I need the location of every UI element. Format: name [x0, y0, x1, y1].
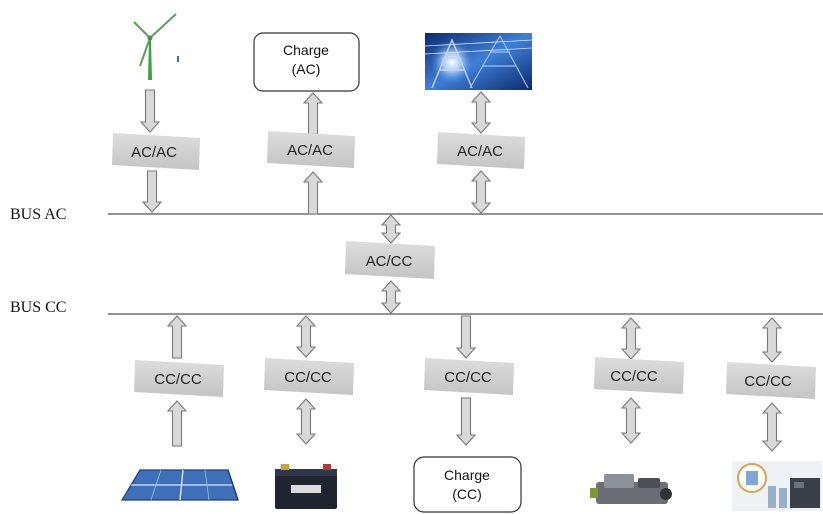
arrow-battery-to-converter [295, 398, 317, 445]
arrow-battery-to-bus [295, 315, 317, 358]
arrows-layer [139, 89, 783, 452]
energy-storage-icon [732, 461, 822, 511]
charge-ac-box: Charge (AC) [253, 32, 360, 92]
bus-cc-label: BUS CC [10, 299, 66, 316]
arrow-charge-cc-converter-to-load [455, 397, 477, 446]
arrow-wind-to-converter [139, 89, 161, 133]
arrow-bus-ac-to-link [380, 214, 402, 244]
converter-wind: AC/AC [112, 133, 200, 170]
converter-storage-label: CC/CC [744, 373, 792, 390]
converter-battery: CC/CC [264, 358, 354, 395]
charge-cc-box: Charge (CC) [413, 456, 522, 513]
arrow-fuel-cell-to-converter [620, 397, 642, 444]
arrow-charge-ac-from-bus [302, 171, 324, 215]
power-grid-icon [424, 33, 533, 90]
converter-charge-ac: AC/AC [267, 131, 355, 168]
charge-ac-label-line1: Charge [283, 42, 329, 58]
converter-link: AC/CC [345, 241, 435, 279]
converter-storage: CC/CC [726, 362, 816, 399]
charge-cc-label-line1: Charge [444, 467, 490, 483]
arrow-wind-converter-to-bus [141, 170, 163, 213]
arrow-bus-to-charge-cc [455, 315, 477, 359]
charge-cc-label-line2: (CC) [452, 486, 482, 502]
arrow-grid-converter-to-bus [470, 170, 492, 214]
arrow-charge-ac-from-converter [302, 92, 324, 135]
fuel-cell-icon [590, 474, 672, 504]
arrow-storage-to-bus [761, 317, 783, 363]
wind-turbine-icon [133, 13, 179, 80]
arrow-storage-to-converter [761, 402, 783, 452]
converter-solar-label: CC/CC [154, 371, 202, 388]
arrow-fuel-cell-to-bus [620, 317, 642, 360]
arrow-solar-to-converter [166, 400, 188, 447]
converter-charge-ac-label: AC/AC [287, 142, 333, 159]
converter-battery-label: CC/CC [284, 369, 332, 386]
battery-icon [275, 464, 337, 509]
converter-grid-label: AC/AC [457, 143, 503, 160]
converter-charge-cc: CC/CC [424, 358, 514, 395]
arrow-solar-to-bus [166, 315, 188, 359]
charge-ac-label-line2: (AC) [292, 61, 321, 77]
solar-panel-icon [120, 469, 239, 501]
converter-fuel-cell: CC/CC [594, 357, 684, 394]
converter-solar: CC/CC [134, 360, 224, 397]
converter-fuel-cell-label: CC/CC [610, 368, 658, 385]
arrow-link-to-bus-cc [380, 280, 402, 314]
converter-wind-label: AC/AC [131, 144, 177, 161]
converter-link-label: AC/CC [366, 253, 413, 270]
converter-charge-cc-label: CC/CC [444, 369, 492, 386]
bus-ac-label: BUS AC [10, 206, 66, 223]
arrow-grid-to-converter [470, 91, 492, 134]
converter-grid: AC/AC [437, 132, 525, 169]
